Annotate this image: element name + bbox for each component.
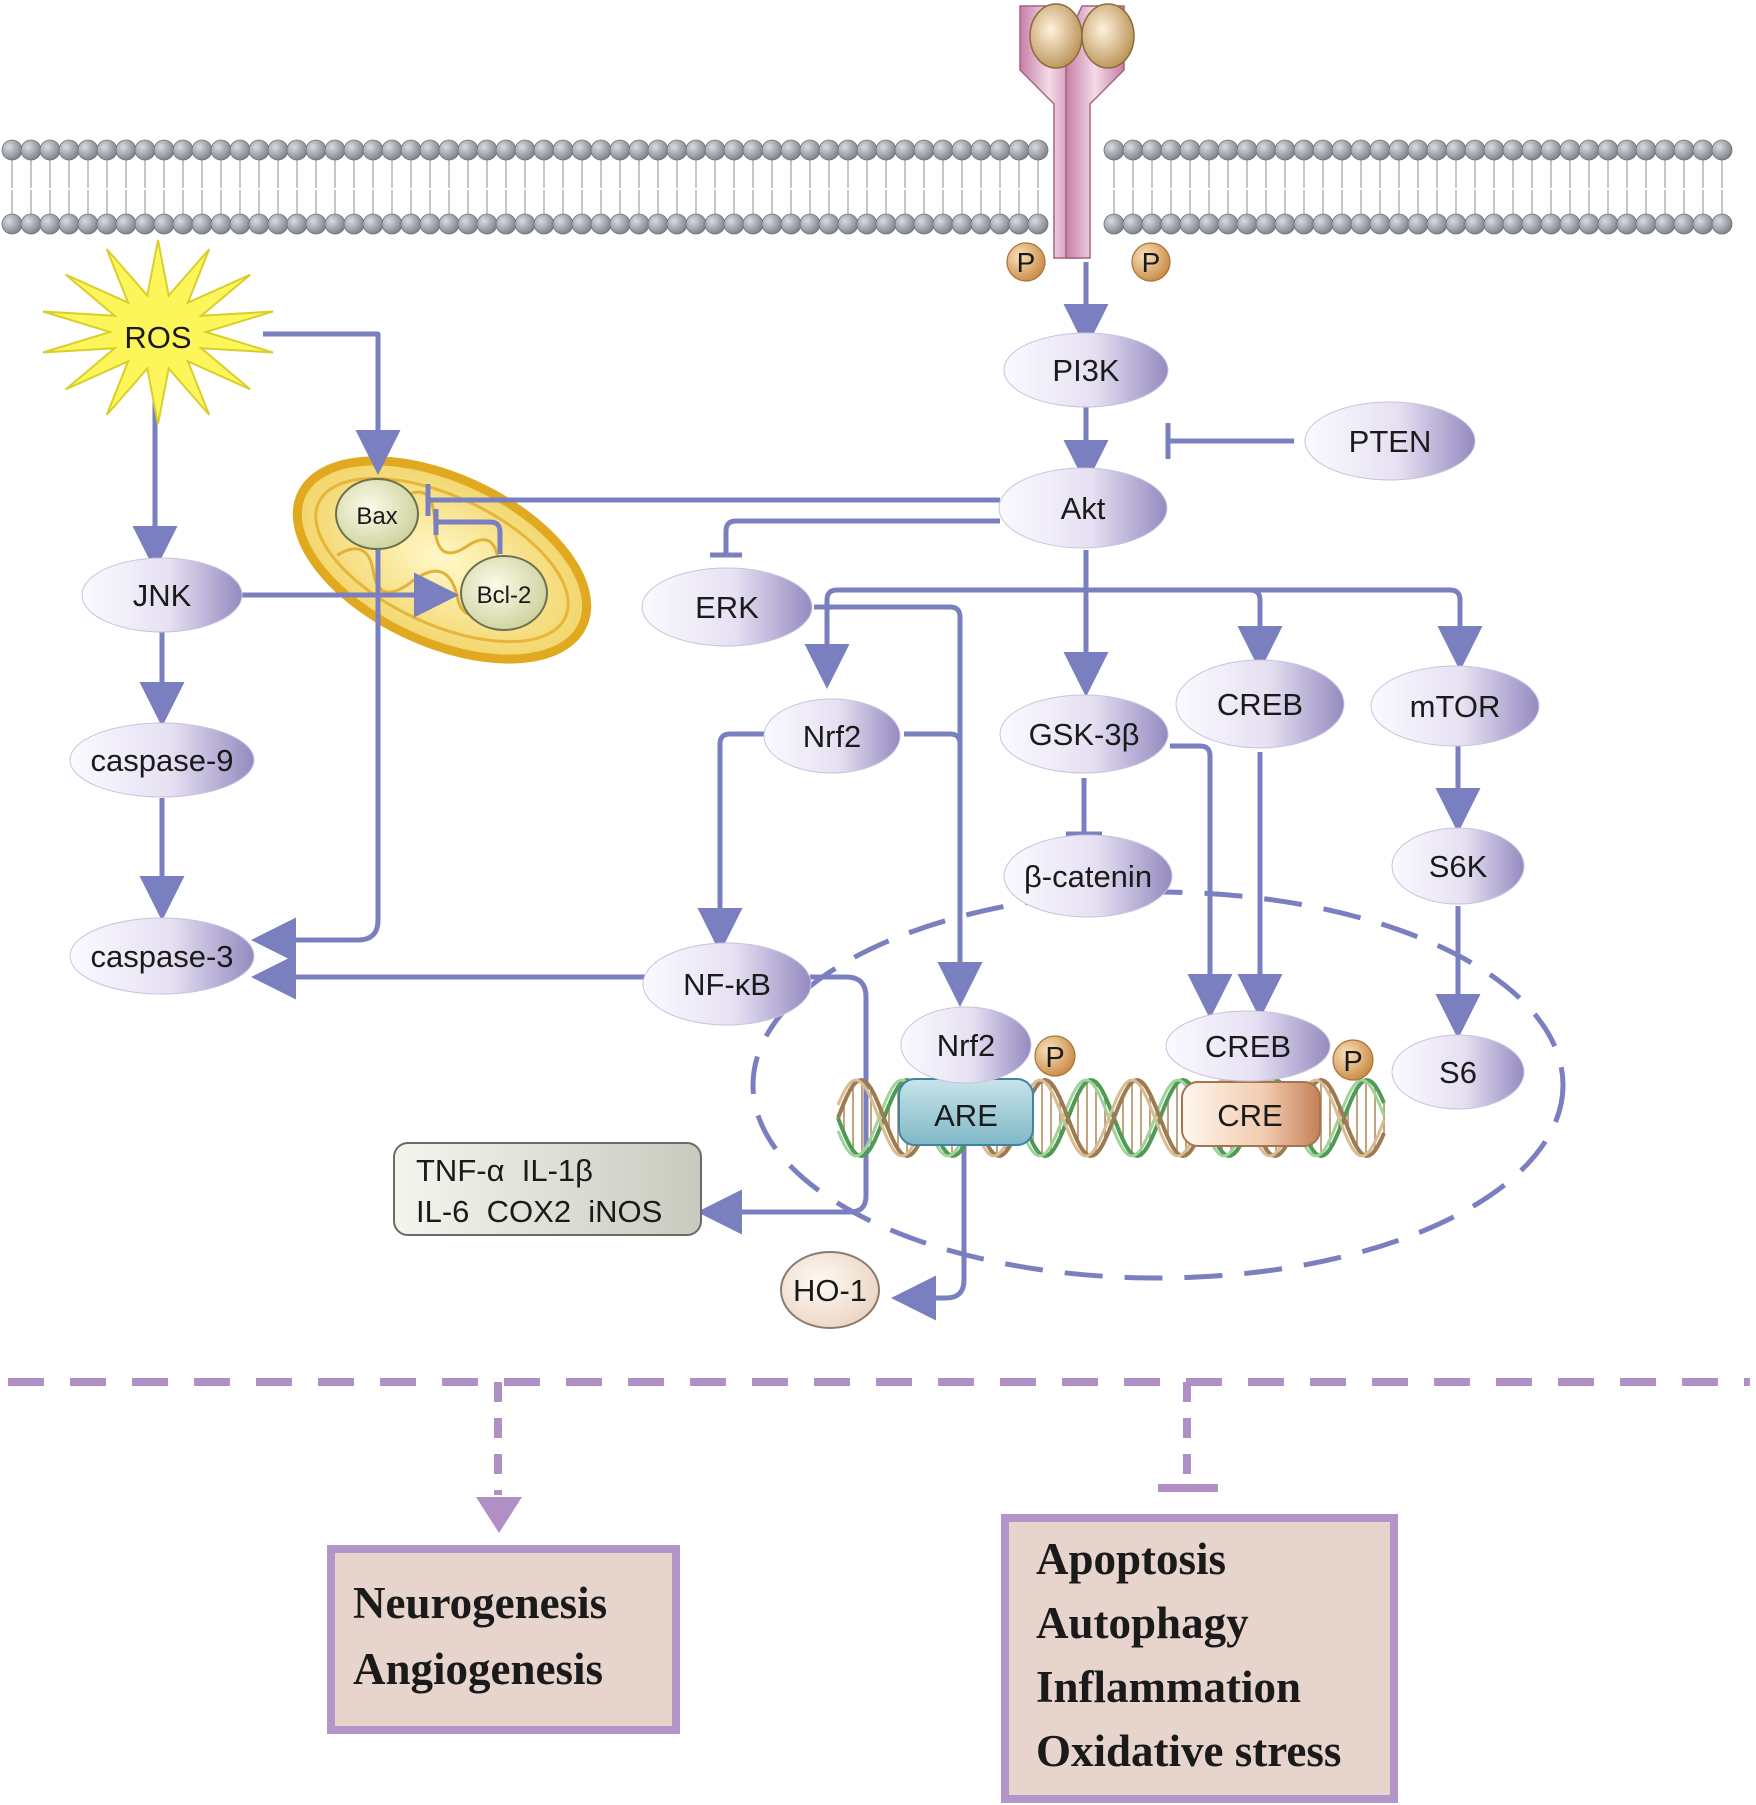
cytokines-box: TNF-α IL-1β IL-6 COX2 iNOS [393,1142,702,1236]
edge-akt-creb [1086,587,1283,671]
nrf2-nuclear-node-label: Nrf2 [937,1028,996,1063]
svg-text:HO-1: HO-1 [793,1273,867,1308]
edge-nrf2-nrf2-nuclear [904,731,963,992]
svg-text:Bcl-2: Bcl-2 [477,582,532,609]
nfkb-node: NF-κB [642,942,812,1026]
are-element: ARE [898,1078,1034,1146]
gsk3b-node-label: GSK-3β [1029,717,1140,752]
outcome-autophagy: Autophagy [1036,1598,1249,1648]
edge-erk-nrf2-nuclear [814,604,983,1007]
edge-akt-inhibits-erk [723,518,1000,555]
outcome-inflammation: Inflammation [1036,1662,1301,1712]
ligand-right-icon [1081,3,1135,69]
edge-nfkb-cytokines [697,974,869,1235]
cytokines-line-1: TNF-α IL-1β [416,1153,593,1188]
receptor-phospho-right: P [1131,242,1171,282]
beta-catenin-node: β-catenin [1003,834,1173,918]
mitochondrion [292,456,592,664]
svg-text:P: P [1343,1046,1362,1078]
mtor-node-label: mTOR [1410,689,1501,724]
promote-arrowhead-icon [476,1497,522,1533]
inhibited-outcomes-box: Apoptosis Autophagy Inflammation Oxidati… [1001,1514,1398,1803]
edge-nrf2-nfkb [697,731,764,953]
pten-node-label: PTEN [1349,424,1432,459]
s6-node-label: S6 [1439,1055,1477,1090]
creb-nuclear-node-label: CREB [1205,1029,1291,1064]
creb-nuclear-node: CREB [1165,1010,1331,1082]
outcome-neurogenesis: Neurogenesis [353,1578,607,1628]
outcome-apoptosis: Apoptosis [1036,1534,1226,1584]
pten-node: PTEN [1304,401,1476,481]
caspase3-node: caspase-3 [69,917,255,995]
bax-node: Bax [335,478,419,550]
akt-node-label: Akt [1061,491,1106,526]
caspase9-node-label: caspase-9 [90,743,233,778]
nrf2-node-label: Nrf2 [803,719,862,754]
s6k-node-label: S6K [1429,849,1488,884]
erk-node-label: ERK [695,590,759,625]
jnk-node: JNK [81,557,243,633]
cytokines-line-2: IL-6 COX2 iNOS [416,1194,662,1229]
gsk3b-node: GSK-3β [999,694,1169,774]
outcome-connectors [8,1378,1750,1495]
svg-text:P: P [1017,247,1036,278]
cre-element: CRE [1181,1081,1321,1147]
akt-node: Akt [998,467,1168,549]
caspase9-node: caspase-9 [69,722,255,798]
receptor-phospho-left: P [1006,242,1046,282]
ros-star-icon: ROS [42,239,274,425]
outcome-oxidative-stress: Oxidative stress [1036,1726,1341,1776]
nrf2-node: Nrf2 [763,698,901,774]
cell-membrane [1,139,1733,235]
edge-akt-mtor [1250,587,1483,671]
svg-text:CRE: CRE [1217,1098,1282,1133]
edge-bax-caspase3 [251,550,381,963]
svg-text:Bax: Bax [356,503,397,530]
creb-node-label: CREB [1217,687,1303,722]
pi3k-node: PI3K [1003,332,1169,408]
nrf2-nuclear-node: Nrf2 [900,1006,1032,1084]
svg-text:ARE: ARE [934,1098,998,1133]
edge-gsk3b-creb-nuclear [1170,743,1233,1019]
svg-text:P: P [1045,1042,1064,1074]
s6-node: S6 [1391,1034,1525,1110]
creb-node: CREB [1175,659,1345,749]
bcl2-node: Bcl-2 [460,555,548,631]
promoted-outcomes-box: Neurogenesis Angiogenesis [327,1545,680,1734]
receptor [1019,3,1135,259]
mtor-node: mTOR [1370,665,1540,747]
erk-node: ERK [641,567,813,647]
outcome-angiogenesis: Angiogenesis [353,1644,603,1694]
svg-text:ROS: ROS [124,320,191,355]
nrf2-phospho: P [1034,1035,1076,1077]
edge-akt-nrf2 [804,587,1086,689]
beta-catenin-node-label: β-catenin [1024,859,1152,894]
jnk-node-label: JNK [133,578,192,613]
svg-text:P: P [1142,247,1161,278]
caspase3-node-label: caspase-3 [90,939,233,974]
pi3k-node-label: PI3K [1052,353,1120,388]
edge-bcl2-inhibits-bax [436,519,503,554]
creb-phospho: P [1332,1039,1374,1081]
ho1-node: HO-1 [780,1251,880,1329]
s6k-node: S6K [1391,827,1525,905]
edge-are-ho1 [891,1146,967,1321]
nfkb-node-label: NF-κB [683,967,771,1002]
ligand-left-icon [1029,3,1083,69]
edge-ros-bax [263,331,401,475]
